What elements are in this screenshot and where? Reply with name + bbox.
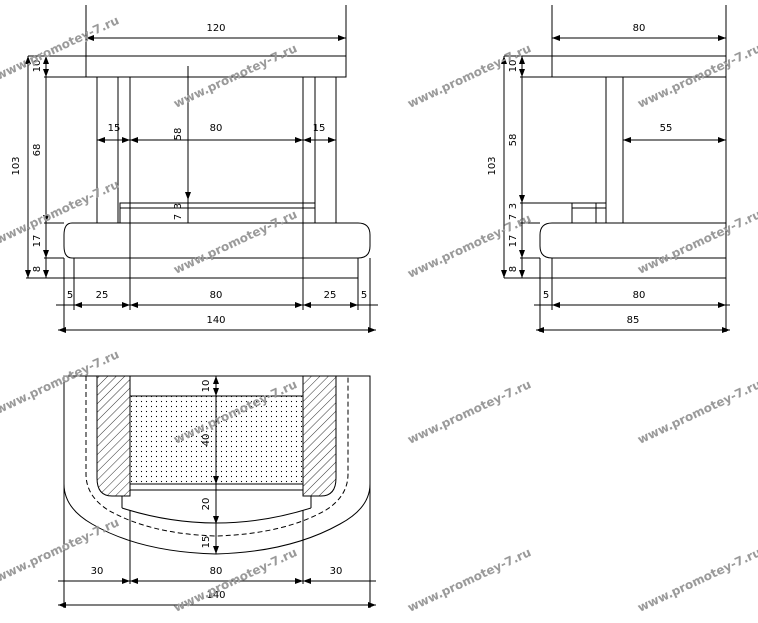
side-gap-a: 7	[508, 214, 519, 220]
side-view: 80 55 10 58 3 7 17 8 103	[487, 5, 730, 333]
watermark: www.promotey-7.ru	[171, 207, 299, 277]
front-gap-a: 7	[173, 214, 184, 220]
watermark: www.promotey-7.ru	[635, 377, 758, 447]
front-leg-height: 68	[32, 144, 43, 157]
watermark: www.promotey-7.ru	[0, 13, 121, 83]
front-base-offset-left: 25	[96, 290, 109, 301]
front-base-offset-right: 25	[324, 290, 337, 301]
front-base-side-right: 5	[361, 290, 367, 301]
watermark: www.promotey-7.ru	[635, 545, 758, 615]
side-base-thickness: 17	[508, 235, 519, 248]
plan-view: 10 40 20 15 30 80 30 140	[58, 375, 376, 608]
front-base-inner: 80	[210, 290, 223, 301]
watermark: www.promotey-7.ru	[405, 41, 533, 111]
watermark: www.promotey-7.ru	[171, 545, 299, 615]
plan-side-right: 30	[330, 566, 343, 577]
front-width-total: 120	[206, 23, 225, 34]
watermark: www.promotey-7.ru	[0, 177, 121, 247]
front-col-height: 58	[173, 128, 184, 141]
front-view: 120 15 80 15 58 3 7	[11, 5, 378, 333]
plan-side-left: 30	[91, 566, 104, 577]
side-overall-height: 103	[487, 156, 498, 175]
side-col-height: 58	[508, 134, 519, 147]
watermark: www.promotey-7.ru	[635, 207, 758, 277]
front-base-width: 140	[206, 315, 225, 326]
side-top-thickness: 10	[508, 60, 519, 73]
watermark: www.promotey-7.ru	[635, 41, 758, 111]
plan-width: 140	[206, 590, 225, 601]
watermarks: www.promotey-7.ru www.promotey-7.ru www.…	[0, 13, 758, 615]
front-gap-b: 3	[173, 203, 184, 209]
side-width-total: 80	[633, 23, 646, 34]
front-base-thickness: 17	[32, 235, 43, 248]
side-base-side: 5	[543, 290, 549, 301]
side-gap-b: 3	[508, 203, 519, 209]
side-base-inner: 80	[633, 290, 646, 301]
watermark: www.promotey-7.ru	[171, 41, 299, 111]
front-overall-height: 103	[11, 156, 22, 175]
front-foot-height: 8	[32, 266, 43, 272]
plan-depth-edge: 15	[201, 536, 212, 549]
front-col-width-right: 15	[313, 123, 326, 134]
plan-middle: 80	[210, 566, 223, 577]
plan-depth-top: 10	[201, 380, 212, 393]
watermark: www.promotey-7.ru	[405, 377, 533, 447]
side-overhang: 55	[660, 123, 673, 134]
front-col-width-left: 15	[108, 123, 121, 134]
front-base-side-left: 5	[67, 290, 73, 301]
watermark: www.promotey-7.ru	[405, 545, 533, 615]
front-top-thickness: 10	[32, 60, 43, 73]
side-base-width: 85	[627, 315, 640, 326]
side-foot-height: 8	[508, 266, 519, 272]
front-inner-width: 80	[210, 123, 223, 134]
plan-depth-front: 20	[201, 498, 212, 511]
plan-depth-seat: 40	[201, 434, 212, 447]
